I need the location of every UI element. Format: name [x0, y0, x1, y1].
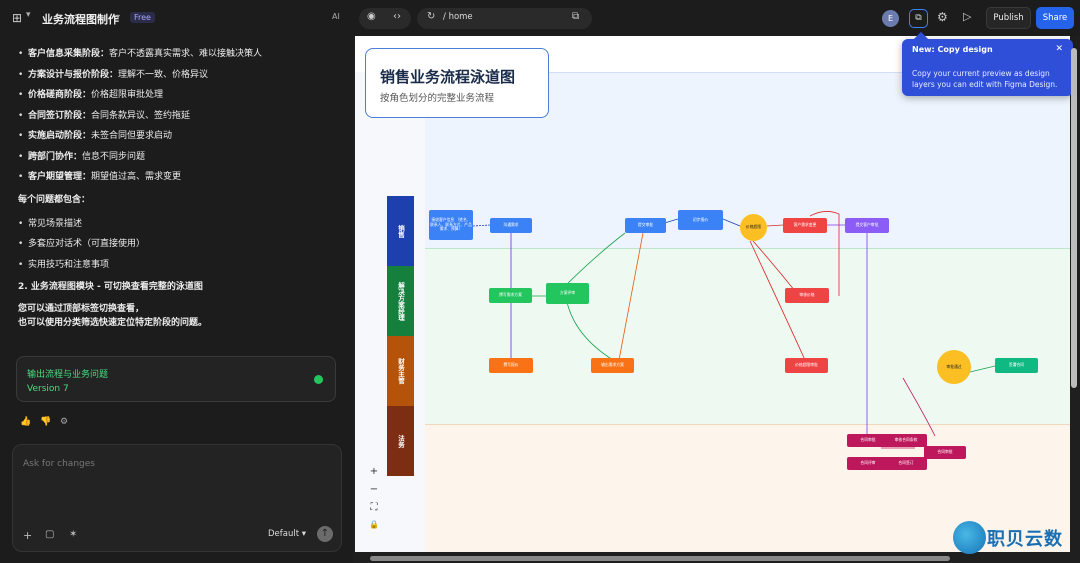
preview-toolbar: ◉ ‹› ↻ / home ⧉ E ⧉ ⚙ ▷ Publish Share: [353, 0, 1080, 36]
project-title[interactable]: 业务流程图制作: [42, 13, 119, 26]
stage-item: 客户信息采集阶段：客户不透露真实需求、难以接触决策人: [18, 47, 348, 68]
view-toggle[interactable]: [359, 8, 411, 29]
gear-icon[interactable]: ⚙: [937, 10, 948, 24]
avatar[interactable]: E: [882, 10, 899, 27]
role-label-finance: 财务主管: [387, 336, 414, 406]
version-card[interactable]: 输出流程与业务问题 Version 7: [16, 356, 336, 402]
copy-design-tooltip: New: Copy design ✕ Copy your current pre…: [902, 39, 1073, 96]
status-dot-icon: [314, 375, 323, 384]
contains-list: 常见场景描述多套应对话术（可直接使用）实用技巧和注意事项: [18, 217, 348, 279]
lane-solution: [425, 248, 1070, 424]
version-label: Version 7: [27, 384, 69, 394]
project-logo-icon[interactable]: ⊞: [12, 11, 23, 25]
flow-node[interactable]: 合同评审: [847, 457, 889, 470]
role-label-legal: 法务: [387, 406, 414, 476]
stage-item: 方案设计与报价阶段：理解不一致、价格异议: [18, 68, 348, 89]
chat-panel: ⊞ ▾ 业务流程图制作 ▾ Free AI 客户信息采集阶段：客户不透露真实需求…: [0, 0, 353, 563]
stage-item: 价格磋商阶段：价格超限审批处理: [18, 88, 348, 109]
tooltip-body: Copy your current preview as design laye…: [912, 69, 1058, 89]
horizontal-scrollbar[interactable]: [370, 556, 950, 561]
stage-item: 合同签订阶段：合同条款异议、签约拖延: [18, 109, 348, 130]
mode-select[interactable]: Default ▾: [268, 529, 307, 539]
copy-design-icon[interactable]: ⧉: [909, 9, 928, 28]
diagram-title-card: 销售业务流程泳道图 按角色划分的完整业务流程: [365, 48, 549, 118]
flow-node[interactable]: 提交审批: [625, 218, 666, 233]
tooltip-title: New: Copy design: [912, 45, 993, 54]
module-text: 2. 业务流程图模块 - 可切换查看完整的泳道图: [18, 282, 203, 292]
flow-node[interactable]: 审核合同条款: [885, 434, 927, 447]
eye-icon[interactable]: ◉: [367, 11, 376, 22]
version-title: 输出流程与业务问题: [27, 370, 109, 380]
flow-connectors: [472, 211, 996, 449]
hint-line-1: 您可以通过顶部标签切换查看，: [18, 304, 145, 314]
zoom-out-icon[interactable]: −: [369, 484, 379, 495]
play-icon[interactable]: ▷: [963, 10, 972, 23]
flow-node[interactable]: 签署合同: [995, 358, 1038, 373]
flow-node[interactable]: 合同审批: [924, 446, 966, 459]
flow-node[interactable]: 审核价格: [785, 288, 829, 303]
flow-node[interactable]: 撰写需求方案: [489, 288, 532, 303]
flow-node[interactable]: 初步报价: [678, 210, 723, 230]
stage-item: 实施启动阶段：未签合同但要求启动: [18, 129, 348, 150]
stage-list: 客户信息采集阶段：客户不透露真实需求、难以接触决策人方案设计与报价阶段：理解不一…: [18, 47, 348, 191]
flow-node[interactable]: 撰写报价: [489, 358, 533, 373]
publish-button[interactable]: Publish: [986, 7, 1031, 29]
flow-decision[interactable]: 价格超限: [740, 214, 767, 241]
chat-header: ⊞ ▾ 业务流程图制作 ▾ Free AI: [0, 0, 353, 36]
zoom-controls: + − ⛶ 🔒: [365, 466, 383, 542]
thumbs-up-icon[interactable]: 👍: [20, 417, 32, 427]
settings-icon[interactable]: ⚙: [60, 417, 69, 427]
address-bar[interactable]: [417, 8, 592, 29]
refresh-icon[interactable]: ↻: [427, 11, 436, 22]
zoom-in-icon[interactable]: +: [369, 466, 379, 477]
flow-node[interactable]: 客户需求变更: [783, 218, 827, 233]
send-button[interactable]: ↑: [317, 526, 333, 542]
ai-button[interactable]: AI: [332, 12, 340, 21]
chat-message: 客户信息采集阶段：客户不透露真实需求、难以接触决策人方案设计与报价阶段：理解不一…: [18, 47, 348, 330]
contains-item: 多套应对话术（可直接使用）: [18, 237, 348, 258]
flow-node[interactable]: 方案评审: [546, 283, 589, 304]
flow-node[interactable]: 合同签订: [885, 457, 927, 470]
each-contains-text: 每个问题都包含：: [18, 194, 91, 205]
stage-item: 客户期望管理：期望值过高、需求变更: [18, 170, 348, 191]
stage-item: 跨部门协作：信息不同步问题: [18, 150, 348, 171]
code-icon[interactable]: ‹›: [393, 11, 401, 22]
close-icon[interactable]: ✕: [1055, 44, 1063, 54]
diagram-title: 销售业务流程泳道图: [380, 68, 516, 86]
vertical-scrollbar[interactable]: [1071, 48, 1077, 388]
flow-decision[interactable]: 审批通过: [937, 350, 971, 384]
flow-node[interactable]: 输出需求方案: [591, 358, 634, 373]
contains-item: 实用技巧和注意事项: [18, 258, 348, 279]
add-icon[interactable]: +: [23, 529, 33, 542]
share-button[interactable]: Share: [1036, 7, 1074, 29]
watermark-logo-icon: [953, 521, 986, 554]
sparkle-icon[interactable]: ✶: [69, 529, 78, 540]
url-path[interactable]: / home: [443, 12, 473, 22]
watermark-text: 职贝云数: [987, 529, 1063, 550]
flow-node[interactable]: 提交客户审批: [845, 218, 889, 233]
preview-canvas[interactable]: 销售 解决方案经理 财务主管 法务 销售业务流程泳道图 按角色划分的完整业务流: [355, 36, 1070, 552]
thumbs-down-icon[interactable]: 👎: [40, 417, 52, 427]
flow-node[interactable]: 沟通需求: [490, 218, 532, 233]
flow-node[interactable]: 价格超限审批: [785, 358, 828, 373]
chat-input-box[interactable]: Ask for changes + ▢ ✶ Default ▾ ↑: [12, 444, 342, 552]
flow-node[interactable]: 合同审批: [847, 434, 889, 447]
role-label-solution: 解决方案经理: [387, 266, 414, 336]
watermark: 职贝云数: [953, 521, 1078, 557]
chevron-down-icon[interactable]: ▾: [26, 10, 31, 20]
feedback-bar: 👍 👎 ⚙: [20, 417, 80, 429]
hint-line-2: 也可以使用分类筛选快速定位特定阶段的问题。: [18, 318, 208, 328]
contains-item: 常见场景描述: [18, 217, 348, 238]
role-label-sales: 销售: [387, 196, 414, 266]
lock-icon[interactable]: 🔒: [369, 520, 379, 529]
diagram-subtitle: 按角色划分的完整业务流程: [380, 93, 495, 104]
plan-badge: Free: [130, 12, 155, 23]
chat-input-placeholder[interactable]: Ask for changes: [23, 459, 95, 469]
book-icon[interactable]: ▢: [45, 529, 55, 540]
project-menu-chevron-icon[interactable]: ▾: [116, 12, 121, 21]
fit-view-icon[interactable]: ⛶: [370, 502, 378, 513]
open-window-icon[interactable]: ⧉: [572, 11, 580, 22]
flow-node[interactable]: 接收客户信息 （姓名、联系人、联系方式、产品需求、预算）: [429, 210, 473, 240]
